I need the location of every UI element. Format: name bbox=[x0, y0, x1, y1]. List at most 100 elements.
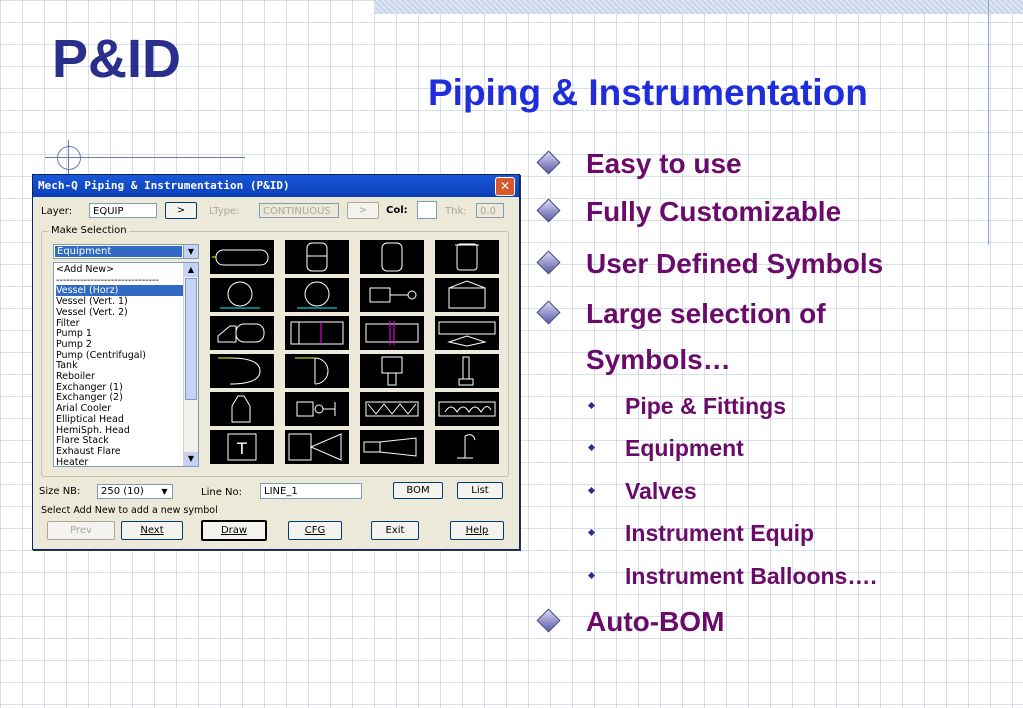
list-item[interactable]: Tank bbox=[56, 360, 78, 372]
symbol-vessel-vert-1[interactable] bbox=[285, 240, 349, 274]
symbol-mixer[interactable] bbox=[360, 392, 424, 426]
bom-button[interactable]: BOM bbox=[393, 482, 443, 499]
bullet-text: Easy to use bbox=[586, 148, 742, 179]
crosshair-vline bbox=[68, 140, 69, 174]
symbol-strainer[interactable] bbox=[285, 392, 349, 426]
scroll-thumb[interactable] bbox=[185, 278, 197, 400]
symbol-pump-centrifugal[interactable] bbox=[360, 278, 424, 312]
prev-button[interactable]: Prev bbox=[47, 521, 115, 540]
line-no-label: Line No: bbox=[201, 487, 242, 498]
status-text: Select Add New to add a new symbol bbox=[41, 505, 218, 516]
sub-bullet-text: Valves bbox=[625, 478, 697, 504]
symbol-filter[interactable] bbox=[435, 240, 499, 274]
thickness-label: Thk: bbox=[445, 206, 467, 217]
list-item[interactable]: Pump 2 bbox=[56, 338, 92, 350]
help-button[interactable]: Help bbox=[450, 521, 504, 540]
size-value: 250 (10) bbox=[101, 486, 144, 497]
symbol-heater[interactable] bbox=[210, 392, 274, 426]
exit-button[interactable]: Exit bbox=[371, 521, 419, 540]
thickness-input[interactable]: 0.0 bbox=[476, 203, 504, 218]
scroll-down-icon[interactable]: ▼ bbox=[184, 452, 198, 466]
sub-bullet-icon bbox=[587, 443, 596, 452]
list-item[interactable]: Pump 1 bbox=[56, 328, 92, 340]
symbol-flare-stack[interactable] bbox=[360, 354, 424, 388]
symbol-arial-cooler[interactable] bbox=[435, 316, 499, 350]
symbol-elliptical-head[interactable] bbox=[210, 354, 274, 388]
slide-title: Piping & Instrumentation bbox=[428, 72, 868, 113]
symbol-vessel-vert-2[interactable] bbox=[360, 240, 424, 274]
scroll-up-icon[interactable]: ▲ bbox=[184, 263, 198, 277]
close-icon[interactable]: ✕ bbox=[495, 177, 515, 196]
sub-bullet-text: Pipe & Fittings bbox=[625, 393, 786, 419]
symbol-tank-t[interactable]: T bbox=[210, 430, 274, 464]
list-item[interactable]: Filter bbox=[56, 317, 80, 329]
sub-bullet-icon bbox=[587, 401, 596, 410]
ltype-input[interactable]: CONTINUOUS bbox=[259, 203, 339, 218]
list-item[interactable]: Flare Stack bbox=[56, 435, 109, 447]
sub-bullet-text: Instrument Balloons…. bbox=[625, 563, 877, 589]
svg-text:T: T bbox=[236, 439, 247, 458]
symbol-reducer[interactable] bbox=[285, 430, 349, 464]
layer-select-button[interactable]: > bbox=[165, 202, 197, 219]
next-button[interactable]: Next bbox=[121, 521, 183, 540]
list-item[interactable]: Arial Cooler bbox=[56, 403, 112, 415]
chevron-down-icon[interactable]: ▼ bbox=[183, 245, 198, 258]
ltype-select-button[interactable]: > bbox=[347, 202, 379, 219]
cfg-button[interactable]: CFG bbox=[288, 521, 342, 540]
crosshair-line bbox=[45, 157, 245, 158]
size-dropdown[interactable]: 250 (10) ▼ bbox=[97, 484, 173, 499]
bullet-text: Fully Customizable bbox=[586, 196, 842, 227]
symbol-tank[interactable] bbox=[435, 278, 499, 312]
symbol-exchanger-1[interactable] bbox=[285, 316, 349, 350]
symbol-pump-2[interactable] bbox=[285, 278, 349, 312]
sub-bullet-text: Instrument Equip bbox=[625, 520, 815, 546]
category-dropdown[interactable]: Equipment ▼ bbox=[53, 244, 199, 259]
dialog-title: Mech-Q Piping & Instrumentation (P&ID) bbox=[38, 179, 290, 192]
draw-button[interactable]: Draw bbox=[201, 520, 267, 541]
line-no-input[interactable]: LINE_1 bbox=[260, 483, 362, 499]
bullet-text: Symbols… bbox=[586, 344, 731, 375]
list-item[interactable]: Vessel (Horz) bbox=[56, 285, 184, 297]
list-item[interactable]: Vessel (Vert. 2) bbox=[56, 306, 128, 318]
list-item[interactable]: Pump (Centrifugal) bbox=[56, 349, 146, 361]
symbol-reboiler[interactable] bbox=[210, 316, 274, 350]
list-button[interactable]: List bbox=[457, 482, 503, 499]
list-item[interactable]: Exhaust Flare bbox=[56, 445, 121, 457]
symbol-desuperheater[interactable] bbox=[435, 392, 499, 426]
crosshair-circle bbox=[57, 146, 81, 170]
symbol-hemisph-head[interactable] bbox=[285, 354, 349, 388]
list-item[interactable]: Exchanger (2) bbox=[56, 392, 123, 404]
symbol-exchanger-2[interactable] bbox=[360, 316, 424, 350]
bullet-text: User Defined Symbols bbox=[586, 248, 884, 279]
symbol-exhaust-flare[interactable] bbox=[435, 354, 499, 388]
list-item[interactable]: Elliptical Head bbox=[56, 413, 124, 425]
layer-input[interactable]: EQUIP bbox=[89, 203, 157, 218]
make-selection-group: Make Selection Equipment ▼ <Add New>----… bbox=[41, 225, 509, 477]
symbol-ejector[interactable] bbox=[360, 430, 424, 464]
list-item[interactable]: <Add New> bbox=[56, 264, 115, 275]
vertical-rule bbox=[988, 0, 989, 245]
color-swatch[interactable] bbox=[417, 201, 437, 219]
list-scrollbar[interactable]: ▲ ▼ bbox=[183, 263, 198, 466]
list-item[interactable]: Exchanger (1) bbox=[56, 381, 123, 393]
diamond-bullet-icon bbox=[536, 198, 561, 223]
list-item[interactable]: HemiSph. Head bbox=[56, 424, 130, 436]
diamond-bullet-icon bbox=[536, 150, 561, 175]
layer-label: Layer: bbox=[41, 206, 73, 217]
chevron-down-icon[interactable]: ▼ bbox=[161, 487, 168, 496]
bullet-text: Auto-BOM bbox=[586, 606, 725, 637]
sub-bullet-icon bbox=[587, 571, 596, 580]
list-item[interactable]: Vessel (Vert. 1) bbox=[56, 296, 128, 308]
header-band bbox=[375, 0, 1023, 14]
symbol-vessel-horz[interactable] bbox=[210, 240, 274, 274]
symbol-hook-stack[interactable] bbox=[435, 430, 499, 464]
list-item[interactable]: Heater bbox=[56, 456, 89, 467]
size-label: Size NB: bbox=[39, 486, 81, 497]
sub-bullet-icon bbox=[587, 528, 596, 537]
group-legend: Make Selection bbox=[49, 225, 129, 236]
dialog-titlebar[interactable]: Mech-Q Piping & Instrumentation (P&ID) ✕ bbox=[33, 175, 519, 197]
symbol-pump-1[interactable] bbox=[210, 278, 274, 312]
symbol-list[interactable]: <Add New>------------------------------V… bbox=[53, 262, 199, 467]
list-item[interactable]: Reboiler bbox=[56, 371, 95, 382]
list-item[interactable]: ------------------------------ bbox=[56, 274, 159, 286]
